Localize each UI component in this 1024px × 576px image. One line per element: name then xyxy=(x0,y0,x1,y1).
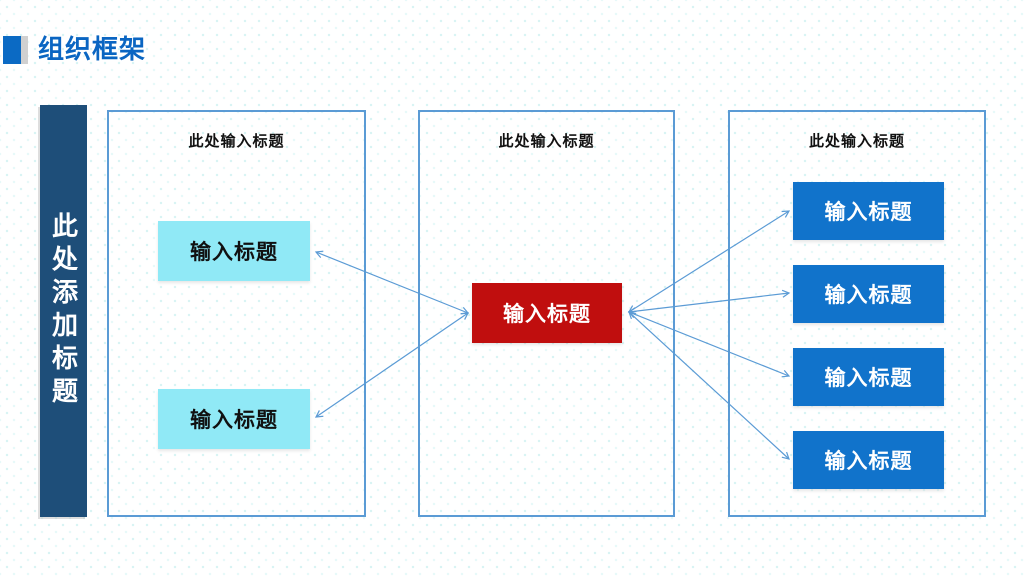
red-center-node: 输入标题 xyxy=(472,283,622,343)
blue-node-3: 输入标题 xyxy=(793,348,944,406)
panel-middle-header: 此处输入标题 xyxy=(498,133,595,150)
blue-node-1: 输入标题 xyxy=(793,182,944,240)
panel-left: 此处输入标题 xyxy=(107,110,366,517)
panel-right-header: 此处输入标题 xyxy=(808,133,905,150)
title-accent-square xyxy=(3,36,21,64)
sidebar-title-bar: 此处添加标题 xyxy=(40,105,87,517)
panel-left-header: 此处输入标题 xyxy=(188,133,285,150)
title-accent-shadow xyxy=(21,36,28,64)
page-title: 组织框架 xyxy=(38,34,147,64)
blue-node-4: 输入标题 xyxy=(793,431,944,489)
cyan-node-1: 输入标题 xyxy=(158,221,310,281)
sidebar-title: 此处添加标题 xyxy=(48,212,79,410)
blue-node-2: 输入标题 xyxy=(793,265,944,323)
cyan-node-2: 输入标题 xyxy=(158,389,310,449)
